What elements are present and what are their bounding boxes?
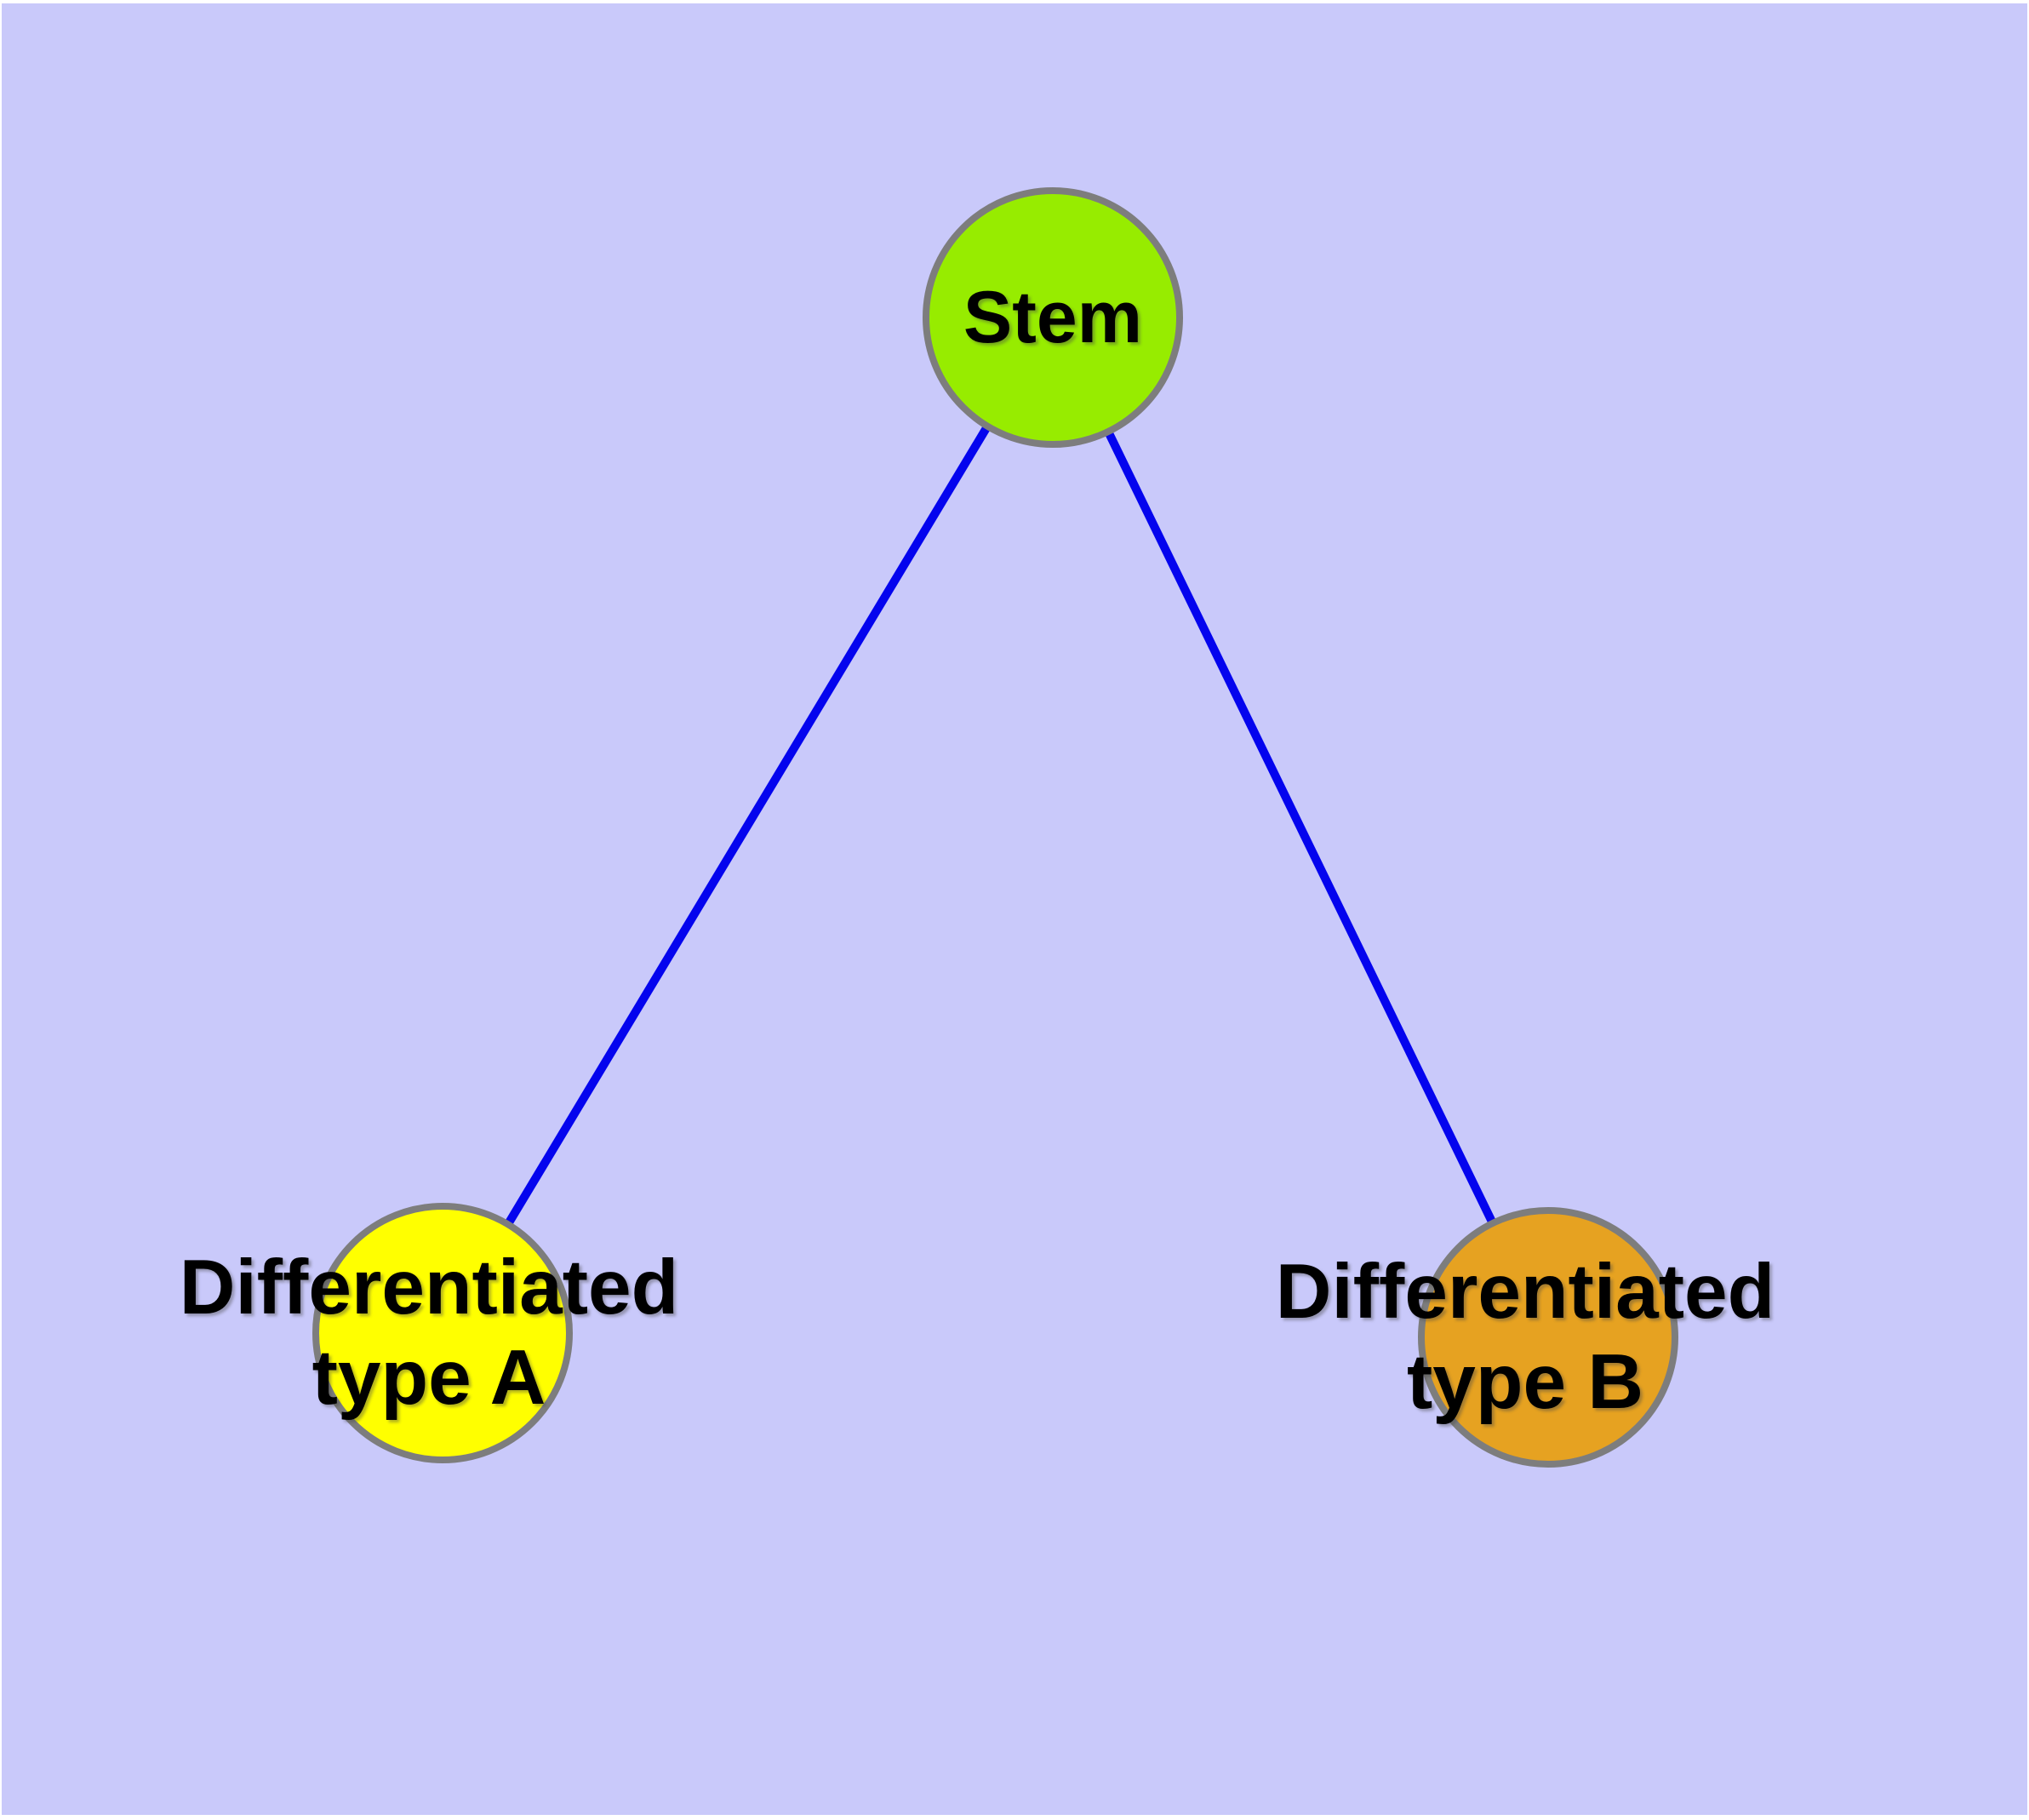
node-stem: Stem	[923, 187, 1183, 448]
node-differentiated-type-b	[1418, 1207, 1678, 1468]
edges-layer	[438, 315, 1552, 1340]
diagram-canvas: Stem Differentiated type A Differentiate…	[2, 3, 2027, 1815]
node-stem-label: Stem	[963, 277, 1143, 358]
edge-stem-to-type-b	[1049, 315, 1552, 1340]
edge-stem-to-type-a	[438, 315, 1057, 1336]
node-differentiated-type-a	[312, 1203, 573, 1463]
